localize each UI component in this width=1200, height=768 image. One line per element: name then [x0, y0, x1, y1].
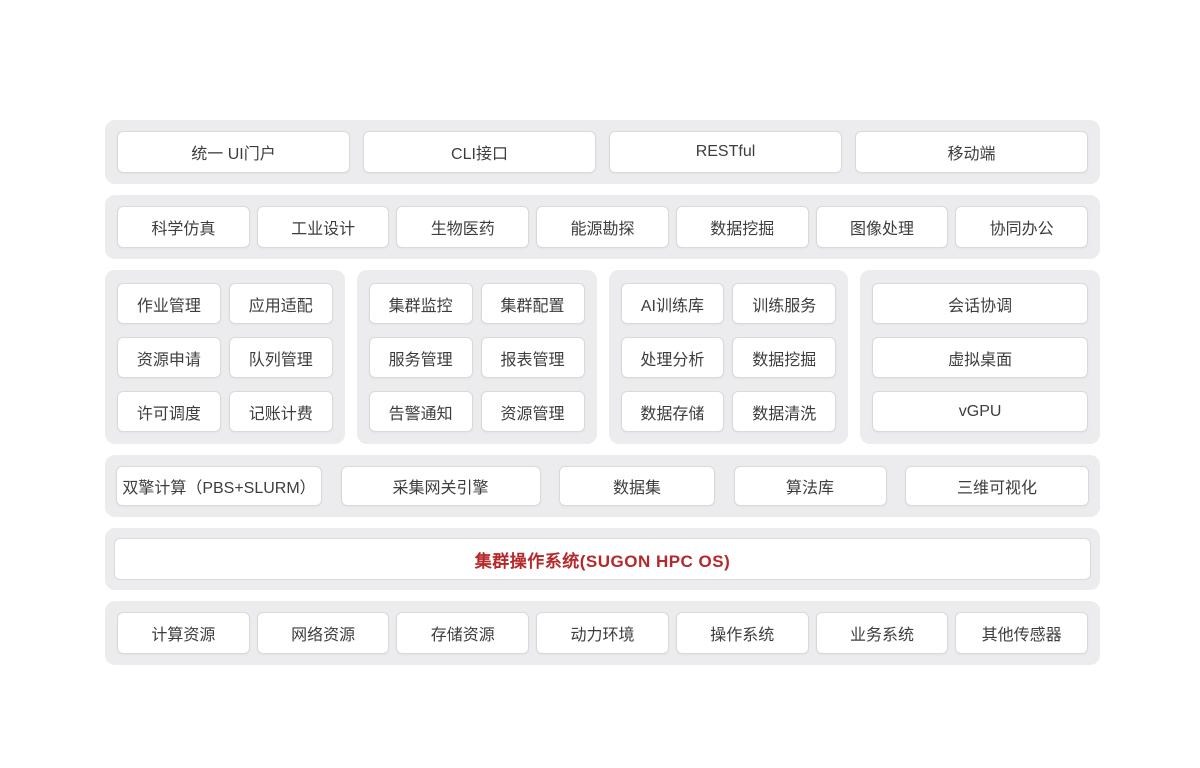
application-item: 生物医药 — [396, 206, 530, 248]
access-item-mobile: 移动端 — [855, 131, 1088, 173]
module-item: 报表管理 — [480, 337, 585, 378]
application-item: 协同办公 — [955, 206, 1089, 248]
access-item-cli: CLI接口 — [363, 131, 596, 173]
module-item: 许可调度 — [117, 391, 221, 432]
module-item: 虚拟桌面 — [872, 337, 1088, 378]
resource-item: 业务系统 — [815, 612, 949, 654]
os-layer-band: 集群操作系统(SUGON HPC OS) — [105, 528, 1100, 590]
architecture-diagram: 统一 UI门户 CLI接口 RESTful 移动端 科学仿真 工业设计 生物医药… — [105, 120, 1100, 665]
resource-item: 其他传感器 — [955, 612, 1089, 654]
application-item: 科学仿真 — [117, 206, 250, 248]
module-item: 集群配置 — [480, 283, 585, 324]
engine-item-dataset: 数据集 — [559, 466, 715, 506]
module-item: 记账计费 — [228, 391, 333, 432]
module-item: 服务管理 — [368, 337, 473, 378]
module-item: 应用适配 — [228, 283, 333, 324]
access-item-unified-ui-portal: 统一 UI门户 — [117, 131, 350, 173]
module-item: 数据挖掘 — [732, 337, 837, 378]
module-item: 会话协调 — [872, 283, 1088, 324]
application-layer-band: 科学仿真 工业设计 生物医药 能源勘探 数据挖掘 图像处理 协同办公 — [105, 195, 1100, 259]
module-item: 数据清洗 — [732, 391, 837, 432]
access-layer-band: 统一 UI门户 CLI接口 RESTful 移动端 — [105, 120, 1100, 184]
engine-item-3d-visualization: 三维可视化 — [905, 466, 1089, 506]
resource-item: 动力环境 — [536, 612, 669, 654]
application-item: 工业设计 — [256, 206, 390, 248]
module-item: 资源管理 — [480, 391, 585, 432]
module-group-job-management: 作业管理 应用适配 资源申请 队列管理 许可调度 记账计费 — [105, 270, 345, 444]
resource-item: 计算资源 — [117, 612, 250, 654]
module-group-ai-data: AI训练库 训练服务 处理分析 数据挖掘 数据存储 数据清洗 — [608, 270, 849, 444]
module-item: 告警通知 — [368, 391, 473, 432]
resource-layer-band: 计算资源 网络资源 存储资源 动力环境 操作系统 业务系统 其他传感器 — [105, 601, 1100, 665]
application-item: 数据挖掘 — [675, 206, 809, 248]
module-group-cluster-management: 集群监控 集群配置 服务管理 报表管理 告警通知 资源管理 — [356, 270, 597, 444]
module-item: AI训练库 — [620, 283, 725, 324]
module-item: 数据存储 — [620, 391, 725, 432]
application-item: 能源勘探 — [536, 206, 669, 248]
module-item: 队列管理 — [228, 337, 333, 378]
module-item: vGPU — [872, 391, 1088, 432]
access-item-restful: RESTful — [609, 131, 842, 173]
cluster-os-title: 集群操作系统(SUGON HPC OS) — [114, 538, 1091, 580]
module-item: 训练服务 — [732, 283, 837, 324]
module-group-virtualization: 会话协调 虚拟桌面 vGPU — [860, 270, 1100, 444]
module-item: 作业管理 — [117, 283, 221, 324]
resource-item: 操作系统 — [675, 612, 809, 654]
engine-item-collect-gateway: 采集网关引擎 — [340, 466, 541, 506]
resource-item: 存储资源 — [396, 612, 530, 654]
engine-item-dual-scheduler: 双擎计算（PBS+SLURM） — [116, 466, 322, 506]
engine-layer-band: 双擎计算（PBS+SLURM） 采集网关引擎 数据集 算法库 三维可视化 — [105, 455, 1100, 517]
engine-item-algorithm-lib: 算法库 — [733, 466, 887, 506]
module-layer-band: 作业管理 应用适配 资源申请 队列管理 许可调度 记账计费 集群监控 集群配置 … — [105, 270, 1100, 444]
module-item: 资源申请 — [117, 337, 221, 378]
application-item: 图像处理 — [815, 206, 949, 248]
module-item: 处理分析 — [620, 337, 725, 378]
resource-item: 网络资源 — [256, 612, 390, 654]
module-item: 集群监控 — [368, 283, 473, 324]
